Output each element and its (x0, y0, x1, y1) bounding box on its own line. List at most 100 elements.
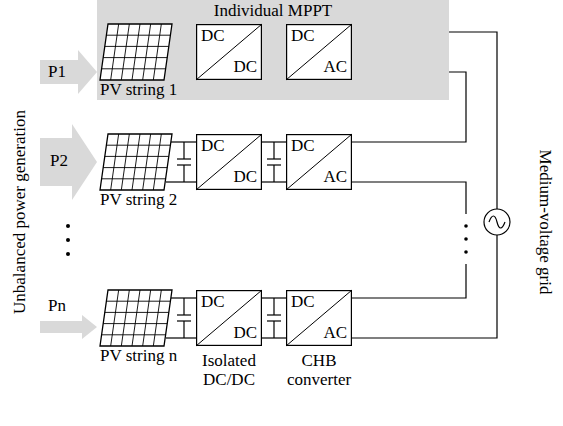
return-wire (166, 181, 196, 182)
pv-panel-symbol (100, 290, 172, 346)
ac-source-symbol (484, 209, 510, 235)
cell-line (103, 167, 167, 168)
diagonal-line (286, 24, 352, 80)
cell-line (105, 312, 169, 313)
cell-line (106, 35, 170, 36)
cell-line (121, 290, 129, 346)
cell-line (143, 134, 151, 190)
power-label: Pn (48, 297, 66, 316)
capacitor-plate (267, 164, 281, 165)
grid-wire (352, 235, 497, 338)
wire-connector (352, 182, 466, 298)
cell-line (106, 145, 170, 146)
panel-frame (100, 24, 172, 80)
capacitor-lead (183, 321, 184, 338)
group-heading: Individual MPPT (97, 2, 449, 21)
cell-line (105, 46, 169, 47)
power-arrow (40, 124, 97, 200)
box-border (287, 25, 352, 80)
converter-box: DCDC (196, 290, 262, 346)
diagonal-line (196, 290, 262, 346)
mppt-band: Individual MPPT PV string 1 DC DC DC AC (97, 0, 449, 100)
pv-string: PV string 1 (100, 24, 172, 80)
input-type: DC (291, 137, 315, 156)
stage-label: CHB converter (280, 352, 358, 389)
output-type: DC (233, 324, 257, 343)
output-type: DC (233, 58, 257, 77)
cell-line (153, 24, 161, 80)
input-type: DC (291, 27, 315, 46)
ellipsis-dot (66, 238, 70, 242)
capacitor-lead (183, 142, 184, 159)
cell-line (111, 24, 119, 80)
cell-line (102, 178, 166, 179)
power-label: P2 (50, 152, 68, 171)
string-label: PV string 2 (100, 191, 177, 210)
converter-box: DC DC (196, 134, 262, 190)
box-border (197, 135, 262, 190)
capacitor-plate (267, 314, 281, 315)
stage-label: Isolated DC/DC (190, 352, 268, 389)
cell-line (121, 134, 129, 190)
cell-line (105, 156, 169, 157)
cell-line (143, 24, 151, 80)
ellipsis-dot (464, 250, 468, 254)
box-border (197, 25, 262, 80)
power-arrow (40, 315, 97, 339)
string-label: PV string n (100, 347, 177, 366)
capacitor-lead (183, 298, 184, 315)
output-type: AC (323, 324, 347, 343)
capacitor-plate (177, 164, 191, 165)
converter-box: DCAC (286, 290, 352, 346)
capacitor-plate (267, 320, 281, 321)
converter-box: DC DC (196, 24, 262, 80)
capacitor-plate (177, 158, 191, 159)
box-border (287, 135, 352, 190)
cell-line (103, 57, 167, 58)
output-type: AC (323, 58, 347, 77)
cell-line (111, 134, 119, 190)
capacitor-plate (177, 314, 191, 315)
capacitor-plate (267, 158, 281, 159)
box-border (197, 291, 262, 346)
cell-line (103, 323, 167, 324)
output-type: AC (323, 168, 347, 187)
pv-panel-symbol (100, 24, 172, 80)
input-type: DC (201, 137, 225, 156)
cell-line (102, 334, 166, 335)
diagonal-line (286, 134, 352, 190)
diagonal-line (196, 134, 262, 190)
box-border (287, 291, 352, 346)
pv-panel-symbol (100, 134, 172, 190)
cell-line (132, 290, 140, 346)
ellipsis-dot (464, 237, 468, 241)
cell-line (106, 301, 170, 302)
input-type: DC (201, 27, 225, 46)
panel-frame (100, 134, 172, 190)
converter-box: DC AC (286, 134, 352, 190)
cell-line (153, 290, 161, 346)
capacitor-lead (273, 142, 274, 159)
cell-line (143, 290, 151, 346)
capacitor-lead (273, 298, 274, 315)
capacitor-plate (177, 320, 191, 321)
side-label: Medium-voltage grid (536, 150, 555, 295)
return-wire (166, 337, 196, 338)
diagonal-line (286, 290, 352, 346)
ellipsis-dot (66, 224, 70, 228)
capacitor-lead (273, 321, 274, 338)
cell-line (153, 134, 161, 190)
cell-line (132, 134, 140, 190)
power-label: P1 (48, 63, 66, 82)
pv-string: PV string 2 (100, 134, 172, 190)
wire-gap (460, 214, 472, 264)
cell-line (132, 24, 140, 80)
converter-box: DC AC (286, 24, 352, 80)
panel-frame (100, 290, 172, 346)
ellipsis-dot (464, 224, 468, 228)
output-type: DC (233, 168, 257, 187)
diagonal-line (196, 24, 262, 80)
power-arrow (40, 50, 97, 94)
ellipsis-dot (66, 252, 70, 256)
